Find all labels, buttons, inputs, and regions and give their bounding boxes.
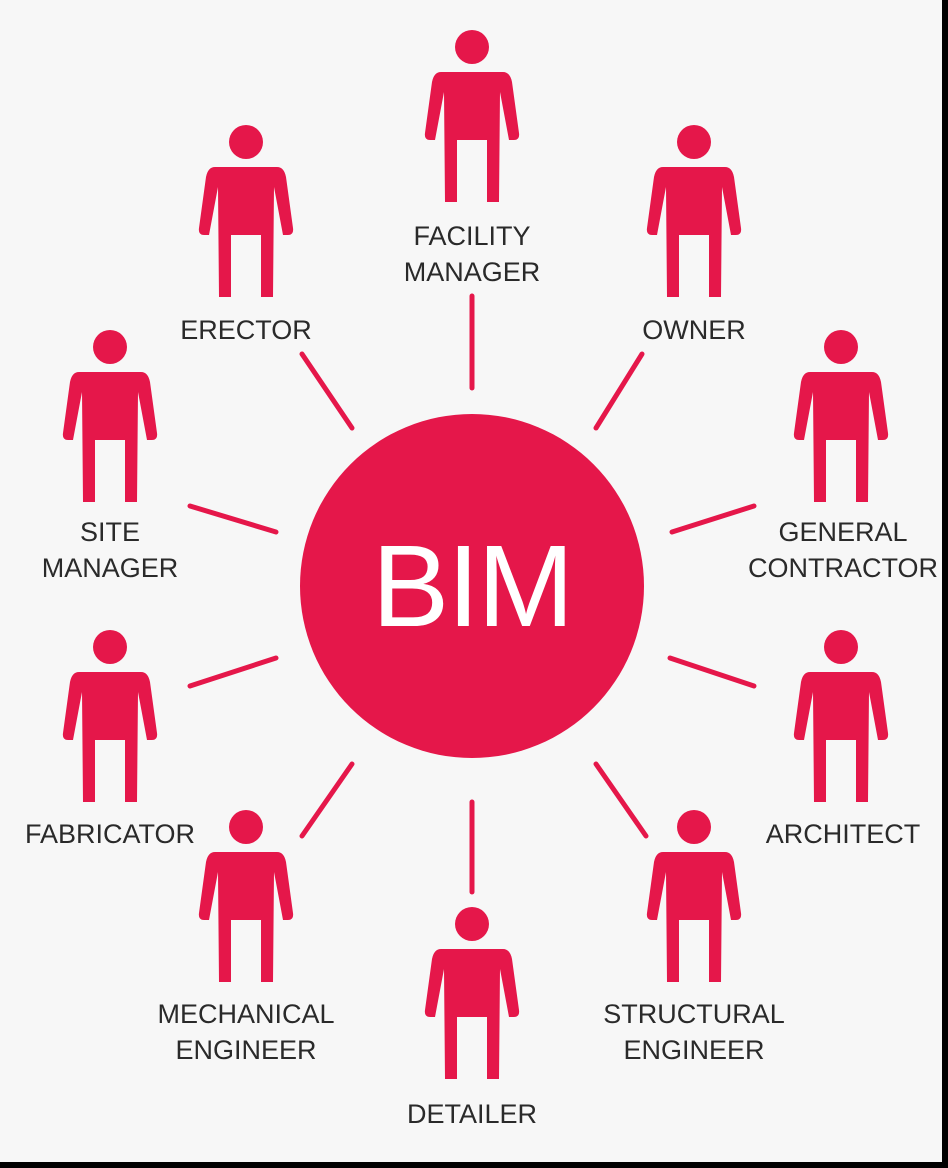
label-fabricator: FABRICATOR — [24, 819, 196, 849]
person-icon-structural-engineer — [646, 810, 742, 982]
label-site-manager: SITE MANAGER — [41, 517, 179, 583]
person-head — [824, 330, 858, 364]
person-icon-facility-manager — [424, 30, 520, 202]
person-body — [424, 72, 520, 202]
connector-line-general-contractor — [669, 503, 757, 535]
person-head — [824, 630, 858, 664]
label-structural-engineer: STRUCTURAL ENGINEER — [603, 999, 785, 1065]
label-facility-manager: FACILITY MANAGER — [403, 221, 541, 287]
person-head — [229, 810, 263, 844]
person-body — [424, 949, 520, 1079]
connector-line-structural-engineer — [593, 761, 649, 839]
connector-line-owner — [593, 351, 645, 431]
person-body — [793, 672, 889, 802]
bim-hub-circle — [300, 414, 644, 758]
person-body — [62, 372, 158, 502]
person-body — [198, 852, 294, 982]
person-icon-mechanical-engineer — [198, 810, 294, 982]
person-head — [455, 907, 489, 941]
person-head — [229, 125, 263, 159]
connector-line-fabricator — [187, 655, 279, 689]
connector-line-mechanical-engineer — [299, 761, 355, 839]
frame-edge-bottom — [0, 1162, 948, 1168]
label-erector: ERECTOR — [180, 315, 312, 345]
hub-label: BIM — [371, 521, 574, 651]
person-icon-detailer — [424, 907, 520, 1079]
person-head — [93, 330, 127, 364]
label-mechanical-engineer: MECHANICAL ENGINEER — [157, 999, 335, 1065]
person-body — [62, 672, 158, 802]
connector-line-erector — [299, 351, 355, 431]
connector-lines — [187, 293, 757, 895]
person-head — [93, 630, 127, 664]
connector-line-architect — [667, 655, 757, 689]
frame-edge-right — [942, 0, 948, 1168]
label-architect: ARCHITECT — [765, 819, 921, 849]
person-head — [677, 810, 711, 844]
person-icon-site-manager — [62, 330, 158, 502]
label-detailer: DETAILER — [406, 1099, 538, 1129]
person-icon-general-contractor — [793, 330, 889, 502]
person-head — [677, 125, 711, 159]
person-body — [646, 167, 742, 297]
person-icon-fabricator — [62, 630, 158, 802]
person-icon-architect — [793, 630, 889, 802]
label-owner: OWNER — [642, 315, 746, 345]
label-general-contractor: GENERAL CONTRACTOR — [747, 517, 939, 583]
person-body — [198, 167, 294, 297]
person-icon-owner — [646, 125, 742, 297]
person-body — [646, 852, 742, 982]
person-icon-erector — [198, 125, 294, 297]
connector-line-site-manager — [187, 503, 279, 535]
person-body — [793, 372, 889, 502]
stakeholder-icons — [62, 30, 889, 1079]
person-head — [455, 30, 489, 64]
